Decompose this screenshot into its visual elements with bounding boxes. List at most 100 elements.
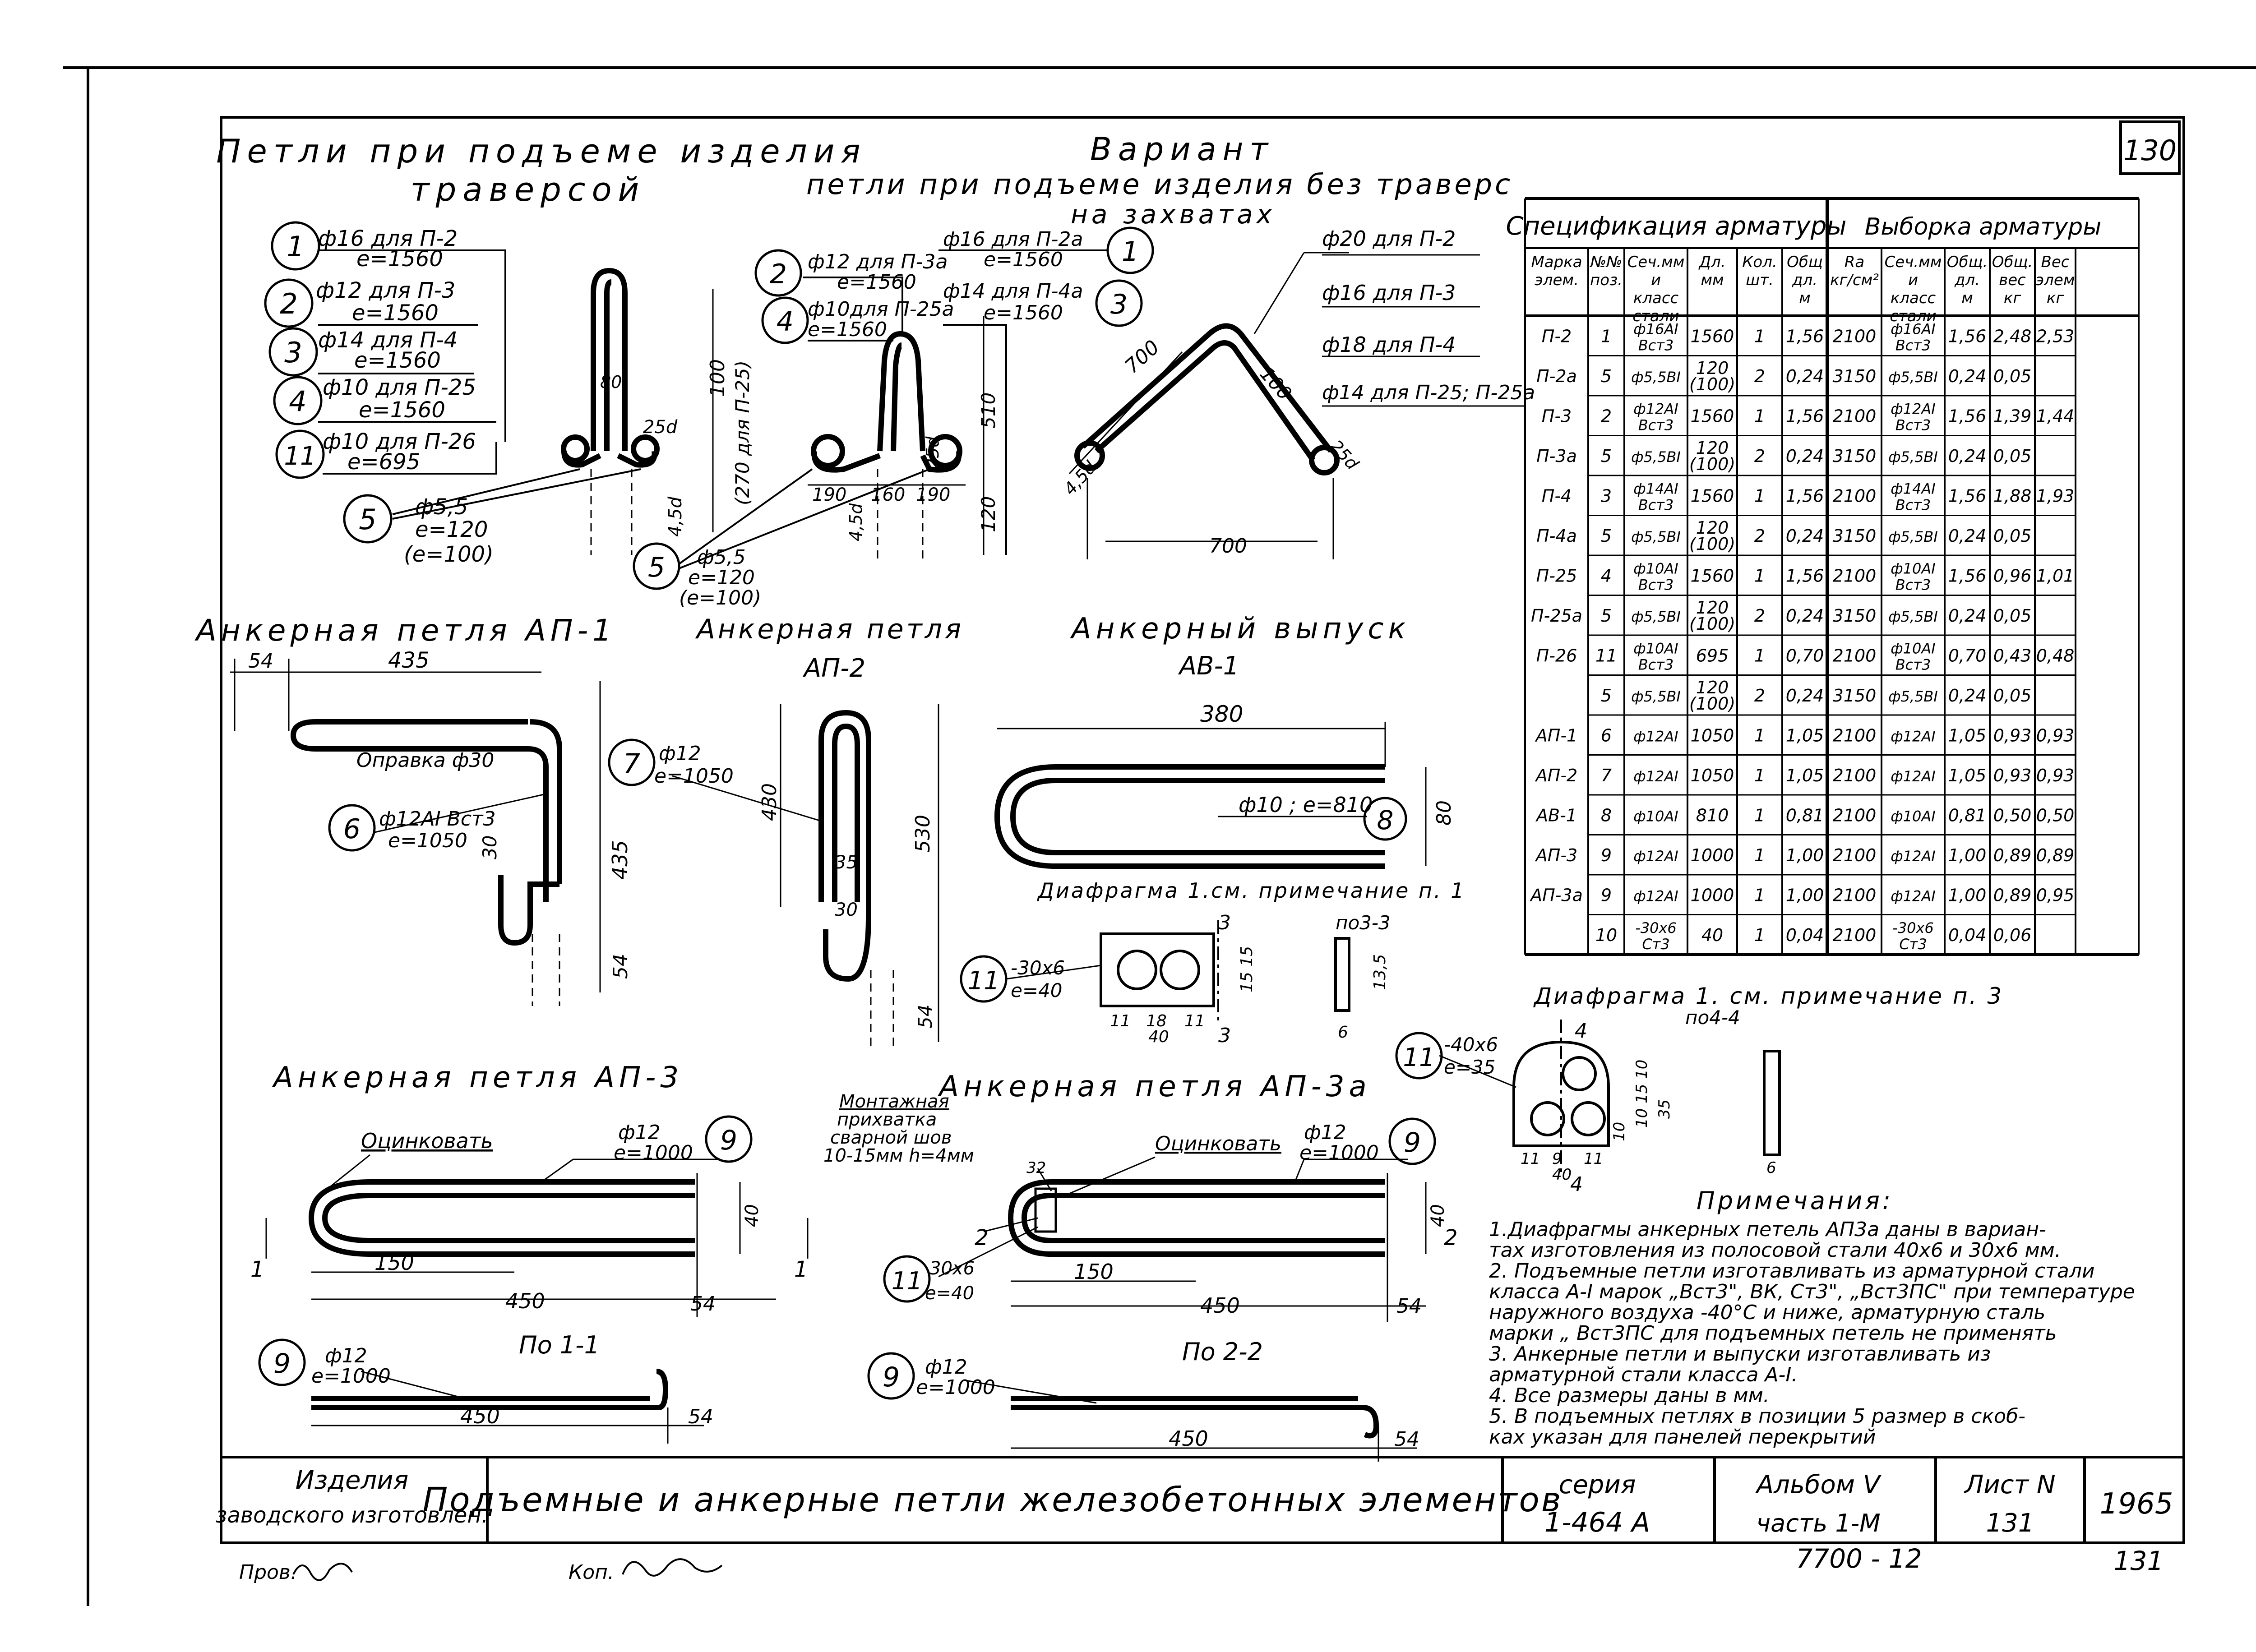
spec-cell: Вст3 [1895, 576, 1931, 593]
spec-cell: 9 [1601, 885, 1612, 905]
ap2-drawing [818, 710, 871, 982]
spec-cell: 1,05 [1786, 725, 1824, 745]
variant-w-c: ф18 для П-4 [1322, 332, 1456, 357]
sec11-title: По 1-1 [519, 1331, 600, 1359]
tb-main-title: Подъемные и анкерные петли железобетонны… [423, 1481, 1563, 1519]
spec-cell: 0,06 [1993, 925, 2032, 945]
spec-header-2: и [1651, 271, 1661, 289]
spec-cell: 0,89 [1993, 845, 2032, 865]
spec-cell: 1,05 [1948, 725, 1987, 745]
spec-cell: ф12АI [1891, 768, 1935, 785]
callout-3-a: ф14 для П-4 [318, 328, 458, 353]
spec-cell: Вст3 [1895, 416, 1931, 434]
spec-cell: 1,39 [1993, 406, 2032, 426]
dim-45d: 4,5d [665, 496, 686, 537]
spec-header-8: м [1961, 289, 1973, 307]
ap3a-9-a: ф12 [1304, 1121, 1346, 1144]
dim-510: 510 [977, 392, 999, 429]
dim-700-b: 700 [1120, 336, 1164, 378]
sec22-title: По 2-2 [1182, 1338, 1263, 1366]
spec-cell: ф12АI [1633, 768, 1678, 785]
ap3a-11-a: 30х6 [929, 1258, 975, 1279]
dim-15: 10 15 10 [1633, 1060, 1651, 1128]
spec-cell: ф12АI [1633, 848, 1678, 865]
spec-cell: ф12АI [1891, 400, 1935, 417]
tb-part: часть 1-М [1756, 1509, 1881, 1537]
spec-cell: 2100 [1833, 885, 1877, 905]
spec-header-9: кг [2004, 289, 2022, 307]
spec-cell: 0,96 [1993, 566, 2032, 586]
spec-cell: ф10АI [1891, 560, 1935, 577]
callout-11-a: ф10 для П-26 [323, 429, 476, 454]
spec-cell: 0,24 [1786, 526, 1824, 546]
spec-cell: 0,50 [1993, 805, 2032, 825]
spec-cell: 1050 [1691, 766, 1734, 785]
spec-cell: 2100 [1833, 845, 1877, 865]
spec-cell: 2100 [1833, 406, 1877, 426]
spec-cell: 2 [1754, 686, 1765, 706]
spec-header-5: дл. [1792, 271, 1817, 289]
spec-cell: 2,48 [1993, 326, 2032, 346]
dim-120: 120 [977, 496, 999, 532]
note-line: 3. Анкерные петли и выпуски изготавливат… [1489, 1343, 1991, 1366]
variant-subtitle-2: на захватах [1071, 199, 1276, 230]
spec-cell: Ст3 [1642, 936, 1669, 953]
spec-header-8: дл. [1954, 271, 1980, 289]
sec-mark-4-top: 4 [1575, 1020, 1587, 1043]
variant-w-leaders [1322, 254, 1525, 407]
spec-cell: 2100 [1833, 326, 1877, 346]
av1-callout-num: 8 [1377, 805, 1394, 835]
ap2-subtitle: АП-2 [803, 654, 865, 683]
ap3a-title: Анкерная петля АП-3а [937, 1070, 1371, 1103]
variant-1-a: ф16 для П-2а [943, 228, 1083, 251]
ap3-drawing [308, 1179, 695, 1257]
callout-2-b: е=1560 [352, 300, 439, 326]
loops-traverse-title: Петли при подъеме изделия [216, 132, 866, 170]
spec-header-2: Сеч.мм [1627, 253, 1685, 271]
spec-title-left: Спецификация арматуры [1506, 212, 1846, 241]
spec-cell: -30х6 [1635, 919, 1677, 937]
spec-cell: 1,05 [1948, 766, 1987, 785]
spec-cell: ф5,5ВI [1631, 688, 1681, 705]
mont-1: Монтажная [839, 1091, 949, 1112]
spec-header-7: Сеч.мм [1885, 253, 1942, 271]
spec-cell: 2 [1754, 606, 1765, 626]
spec-cell: (100) [1689, 534, 1735, 554]
v-loop-drawing [1074, 323, 1340, 475]
spec-header-1: поз. [1590, 271, 1623, 289]
stamp-bottom: 7700 - 12 [1796, 1543, 1922, 1574]
page-number: 130 [2123, 134, 2177, 167]
ap3-9-a: ф12 [618, 1121, 661, 1144]
ap3-dim-54: 54 [690, 1292, 716, 1315]
spec-cell: 8 [1601, 805, 1612, 825]
spec-cell: 1,00 [1948, 845, 1987, 865]
dim-190-a: 190 [812, 485, 846, 505]
spec-header-5: м [1799, 289, 1811, 307]
spec-cell: АП-1 [1535, 725, 1577, 745]
sec-mark-3-bot: 3 [1218, 1024, 1231, 1047]
ap1-callouts: 6 7 [328, 738, 656, 852]
ap3-dim-40: 40 [742, 1204, 763, 1227]
dim-270: (270 для П-25) [731, 360, 754, 505]
spec-cell: Вст3 [1638, 576, 1674, 593]
prov-signature [292, 1563, 353, 1581]
variant-w-d: ф14 для П-25; П-25а [1322, 381, 1535, 404]
ap2-dim-430: 430 [758, 783, 781, 821]
svg-text:6: 6 [343, 813, 361, 845]
dim-45d-v: 4,5d [846, 503, 866, 541]
spec-cell: 0,24 [1786, 606, 1824, 626]
spec-cell: 1,56 [1786, 566, 1824, 586]
diaphragm-note-1: Диафрагма 1.см. примечание п. 1 [1037, 878, 1466, 903]
spec-cell: 0,24 [1786, 446, 1824, 466]
av1-title: Анкерный выпуск [1070, 612, 1410, 646]
ap3a-drawing [1008, 1179, 1385, 1257]
variant-w-b: ф16 для П-3 [1322, 281, 1456, 305]
sec44-label: по4-4 [1685, 1006, 1740, 1029]
spec-cell: 0,93 [2036, 766, 2075, 785]
spec-cell: 0,81 [1948, 805, 1987, 825]
variant-2-b: е=1560 [837, 271, 916, 294]
